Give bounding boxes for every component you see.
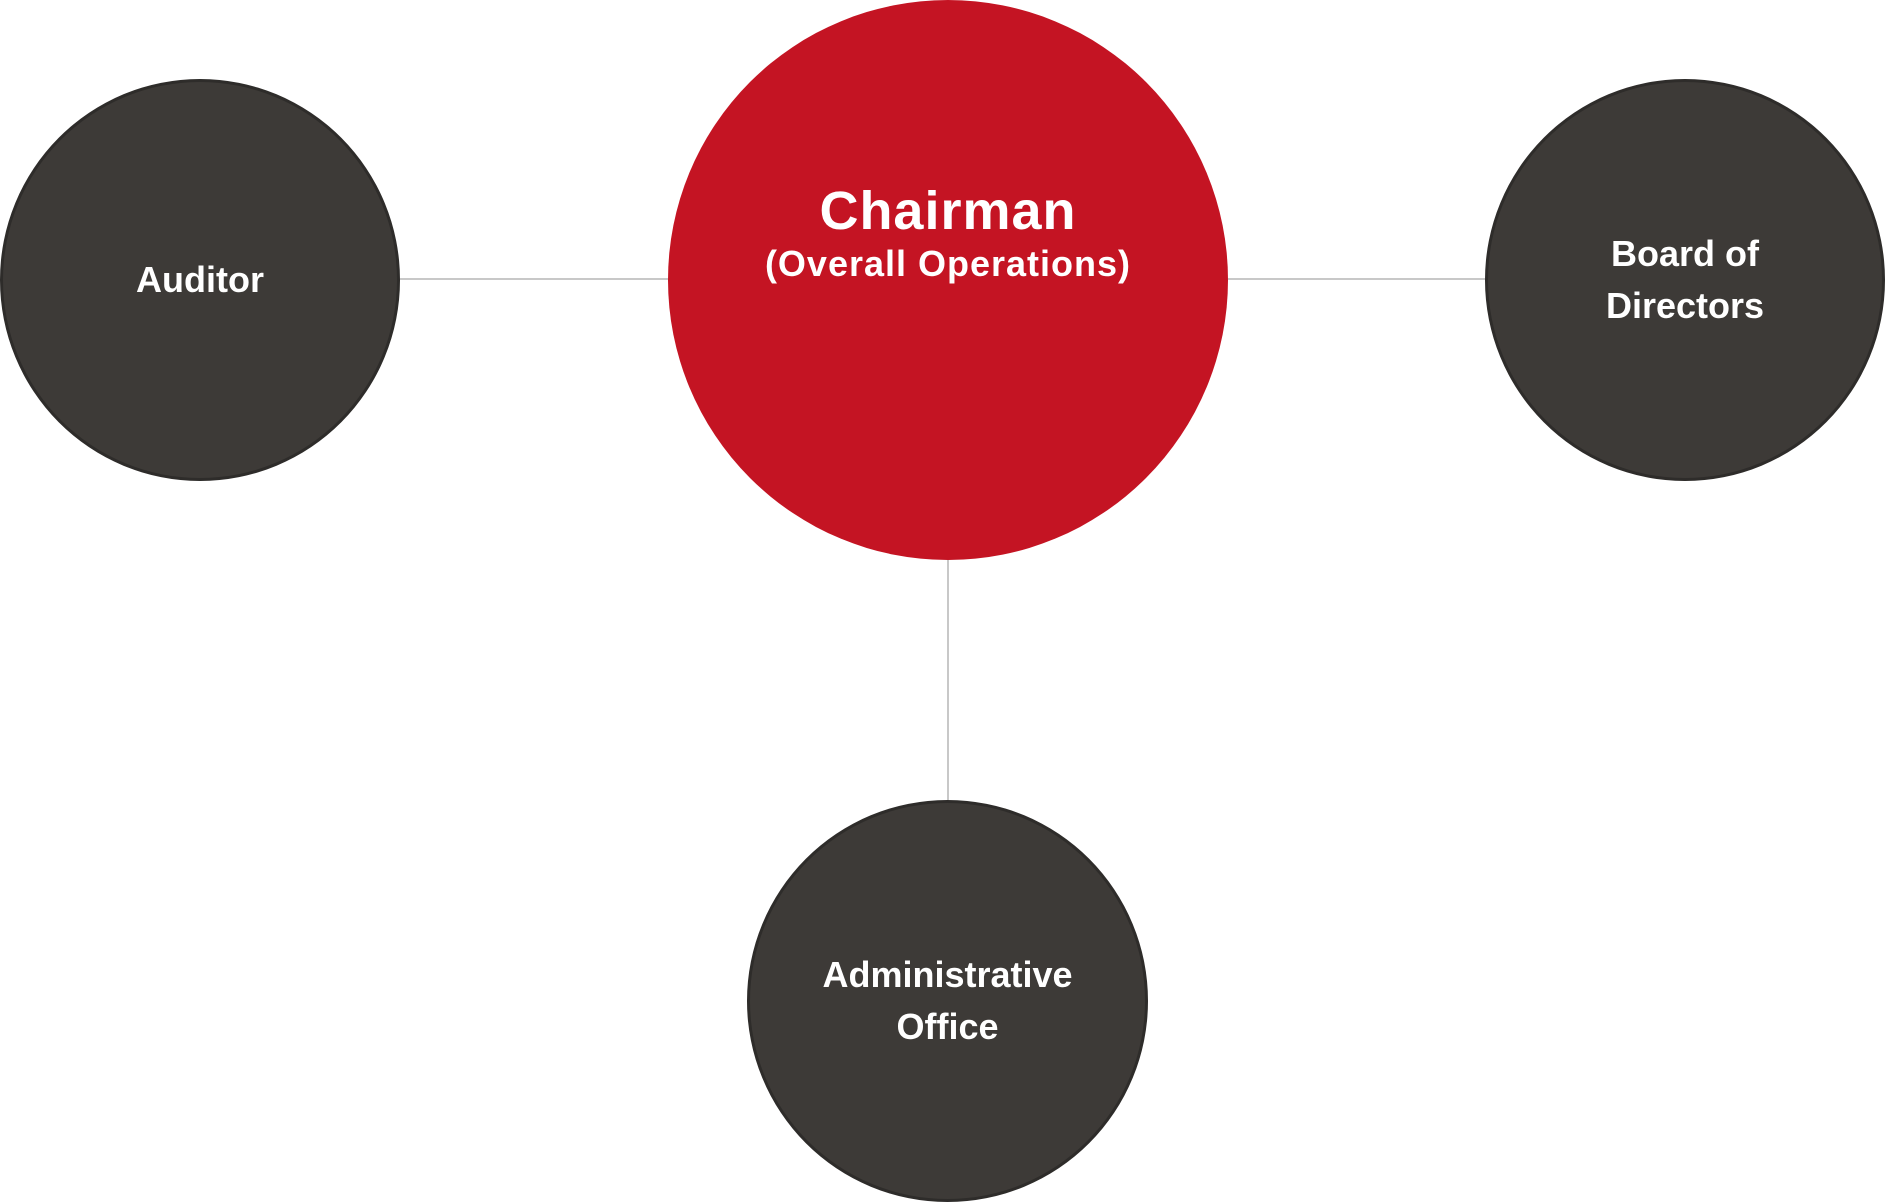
administrative-office-node: Administrative Office — [747, 800, 1148, 1202]
board-label-line-2: Directors — [1605, 285, 1765, 326]
connector-chairman-board — [1228, 278, 1485, 280]
board-label-line-1: Board of — [1611, 232, 1759, 274]
chairman-title: Chairman — [819, 180, 1077, 241]
connector-chairman-admin — [947, 560, 949, 800]
admin-label-line-1: Administrative — [822, 953, 1073, 995]
chairman-node: Chairman (Overall Operations) — [668, 0, 1228, 560]
auditor-label: Auditor — [136, 258, 264, 300]
connector-chairman-auditor — [400, 278, 668, 280]
auditor-node: Auditor — [0, 79, 400, 481]
chairman-subtitle: (Overall Operations) — [764, 243, 1132, 285]
board-of-directors-node: Board of Directors — [1485, 79, 1885, 481]
admin-label-line-2: Office — [896, 1006, 999, 1047]
